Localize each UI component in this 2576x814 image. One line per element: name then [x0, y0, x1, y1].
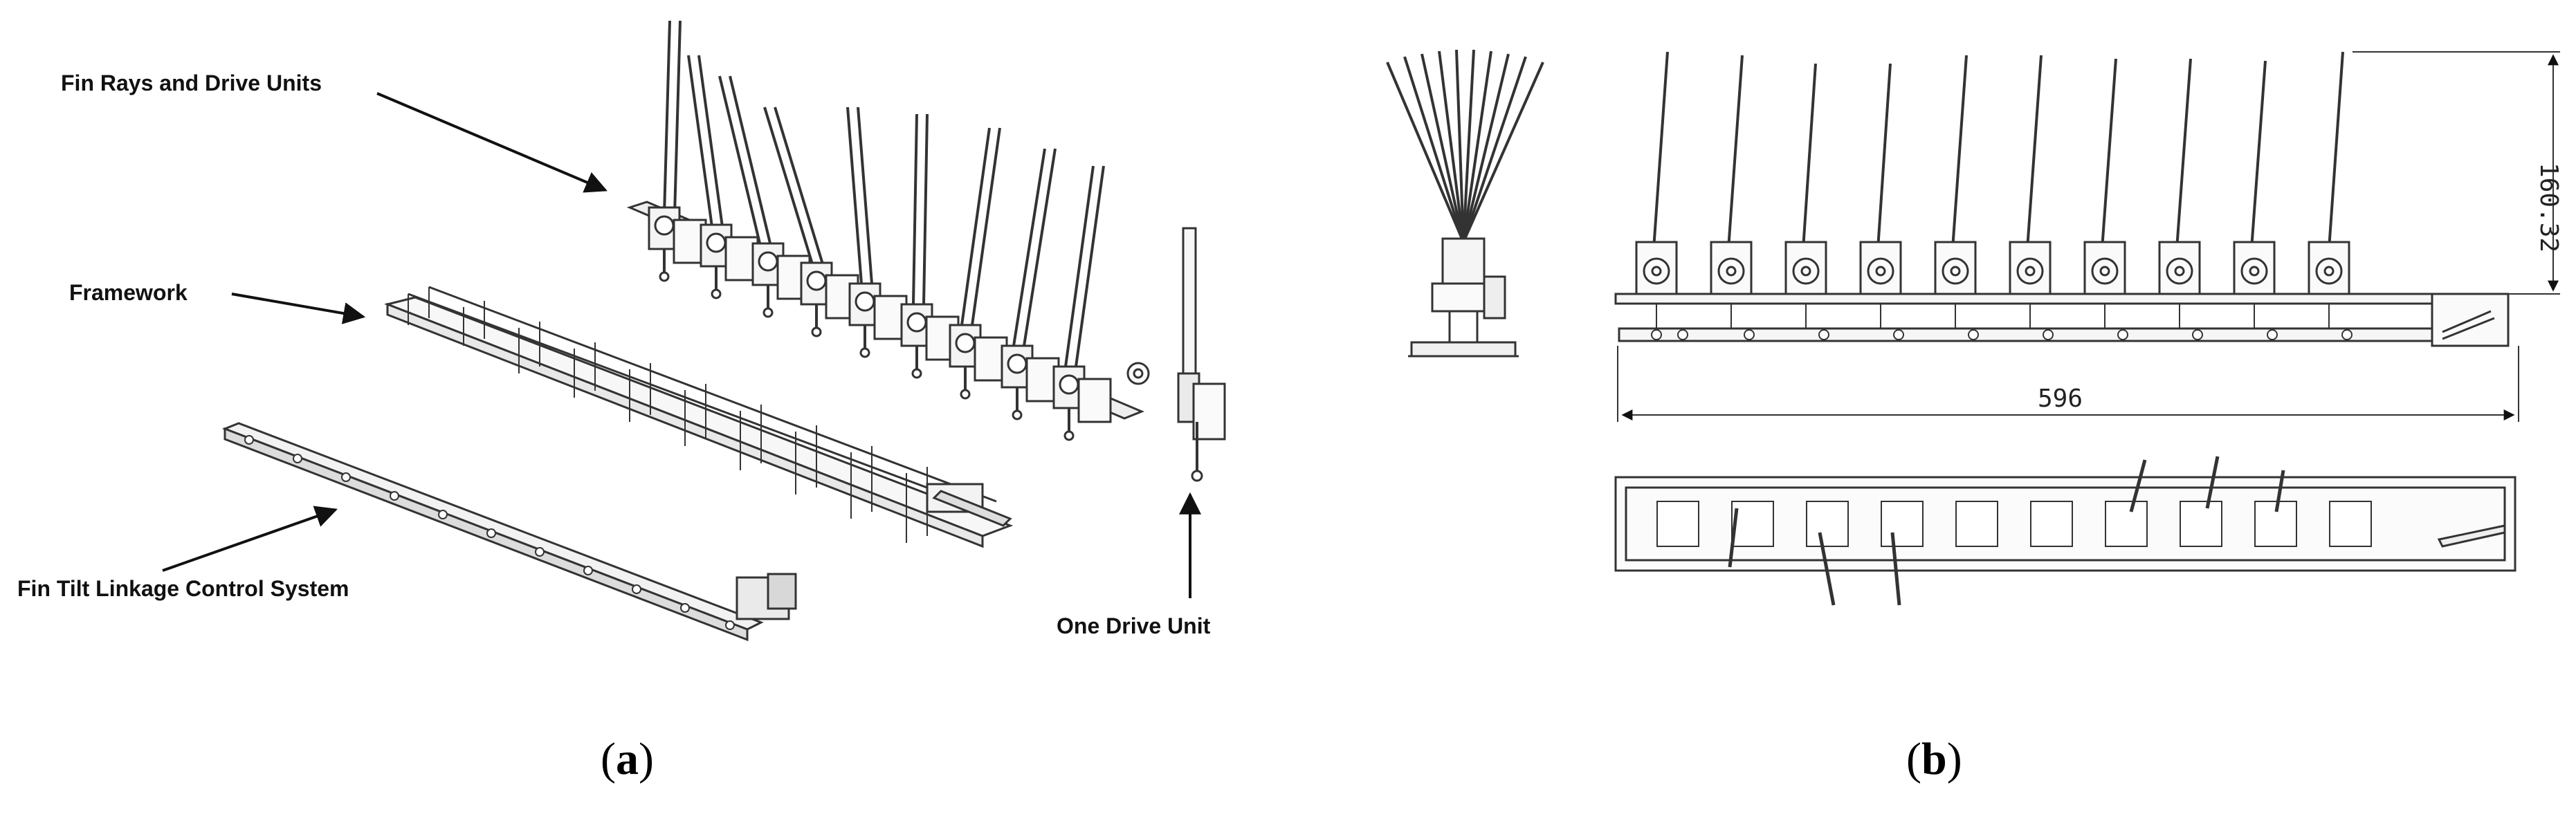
panel-label-a: (a): [601, 733, 654, 786]
top-view-drawing: [1614, 456, 2516, 606]
panel-label-b-close: ): [1946, 734, 1962, 784]
callout-framework: Framework: [69, 280, 188, 305]
linkage-bar-drawing: [221, 422, 797, 642]
panel-label-a-open: (: [601, 734, 616, 784]
panel-label-a-close: ): [638, 734, 654, 784]
front-view-drawing: [1386, 49, 1544, 358]
panel-label-b-open: (: [1906, 734, 1921, 784]
panel-a-drawing: [162, 20, 1226, 642]
callout-fin-rays: Fin Rays and Drive Units: [61, 71, 322, 95]
dimension-length: 596: [2038, 385, 2083, 413]
panel-label-b: (b): [1906, 733, 1962, 786]
side-view-drawing: [1614, 51, 2560, 422]
panel-label-a-letter: a: [615, 734, 639, 784]
dimension-height: 160.32: [2534, 163, 2563, 252]
callout-linkage: Fin Tilt Linkage Control System: [17, 576, 349, 601]
panel-b-drawing: 160.32 596: [1386, 49, 2563, 606]
fin-rays-row-drawing: [626, 20, 1150, 441]
callout-arrows: [162, 92, 1201, 598]
single-drive-unit-drawing: [1177, 227, 1226, 482]
framework-drawing: [384, 286, 1014, 548]
callout-one-drive-unit: One Drive Unit: [1057, 613, 1211, 638]
panel-label-b-letter: b: [1921, 734, 1947, 784]
